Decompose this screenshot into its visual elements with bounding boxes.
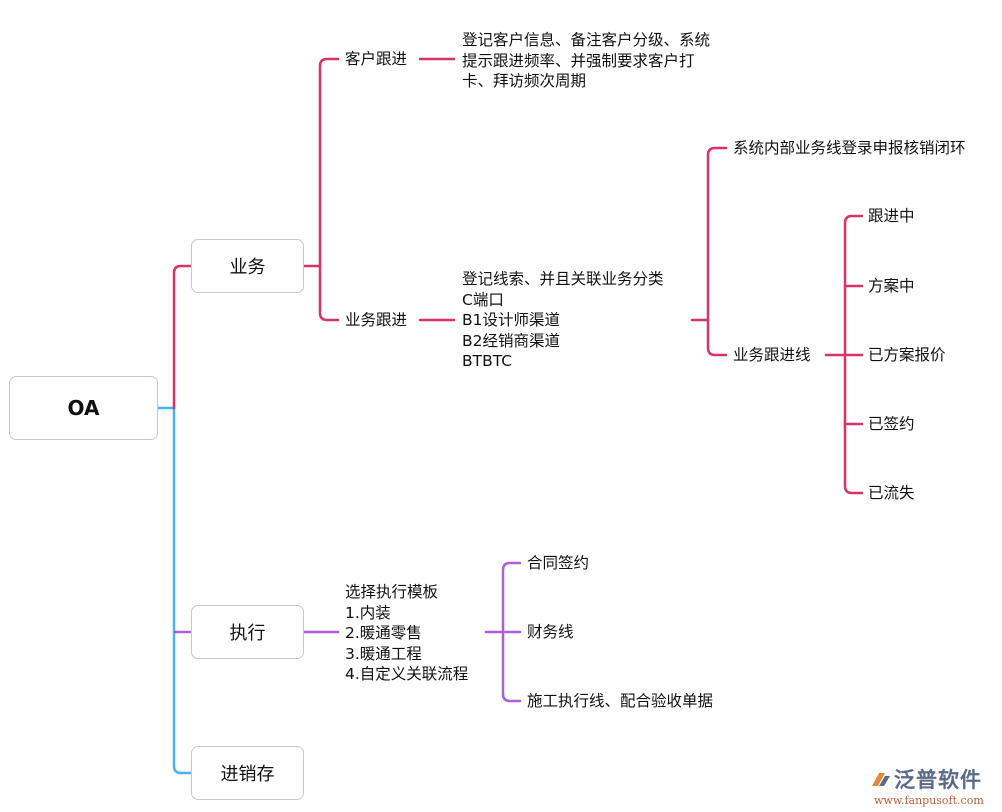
stage-signed[interactable]: 已签约	[868, 415, 915, 433]
connector-closed-loop	[706, 146, 728, 322]
connector-stage-1	[843, 214, 864, 357]
stage-proposal[interactable]: 方案中	[868, 277, 915, 295]
detail-line: 3.暖通工程	[345, 644, 422, 663]
connector-customer-followup	[318, 57, 340, 268]
node-followup-line[interactable]: 业务跟进线	[733, 346, 811, 364]
node-execution[interactable]: 执行	[191, 605, 304, 659]
watermark-url: www.fanpusoft.com	[874, 794, 984, 807]
connector-business-followup	[318, 264, 340, 322]
detail-line: BTBTC	[462, 352, 513, 370]
connector-business	[172, 264, 193, 410]
detail-line: 卡、拜访频次周期	[462, 72, 587, 90]
execution-connectors	[172, 561, 522, 703]
detail-line: 登记线索、并且关联业务分类	[462, 270, 664, 288]
node-construction-line[interactable]: 施工执行线、配合验收单据	[527, 692, 714, 710]
detail-line: C端口	[462, 290, 504, 309]
detail-line: 2.暖通零售	[345, 624, 422, 642]
fanpu-logo-icon	[870, 770, 892, 788]
node-execution-label: 执行	[229, 623, 266, 644]
detail-line: 1.内装	[345, 603, 391, 622]
node-closed-loop[interactable]: 系统内部业务线登录申报核销闭环	[733, 139, 966, 157]
business-connectors	[172, 57, 864, 495]
node-inventory[interactable]: 进销存	[191, 746, 304, 800]
stage-following[interactable]: 跟进中	[868, 207, 915, 225]
node-inventory-label: 进销存	[220, 764, 275, 785]
root-node[interactable]: OA	[9, 376, 158, 440]
connector-construction	[501, 630, 522, 703]
detail-line: 4.自定义关联流程	[345, 665, 469, 683]
node-finance-line[interactable]: 财务线	[527, 623, 574, 641]
detail-line: B1设计师渠道	[462, 311, 560, 329]
connector-contract	[501, 561, 522, 634]
node-business[interactable]: 业务	[191, 239, 304, 293]
detail-line: B2经销商渠道	[462, 331, 560, 350]
node-business-label: 业务	[229, 257, 266, 278]
detail-line: 登记客户信息、备注客户分级、系统	[462, 31, 711, 49]
stage-quoted[interactable]: 已方案报价	[868, 346, 946, 364]
stage-lost[interactable]: 已流失	[868, 484, 915, 502]
node-business-followup[interactable]: 业务跟进	[345, 311, 408, 329]
node-customer-followup[interactable]: 客户跟进	[345, 50, 408, 68]
root-label: OA	[67, 396, 100, 420]
connector-followup-line	[706, 318, 728, 357]
root-connectors	[156, 406, 193, 775]
customer-followup-detail[interactable]: 登记客户信息、备注客户分级、系统 提示跟进频率、并强制要求客户打 卡、拜访频次周…	[462, 30, 710, 92]
connector-inventory	[172, 406, 193, 775]
watermark-logo: 泛普软件 www.fanpusoft.com	[870, 764, 1000, 810]
connector-stage-5	[843, 353, 864, 495]
business-followup-detail[interactable]: 登记线索、并且关联业务分类 C端口 B1设计师渠道 B2经销商渠道 BTBTC	[462, 269, 664, 372]
detail-line: 提示跟进频率、并强制要求客户打	[462, 51, 695, 70]
watermark-brand: 泛普软件	[894, 768, 982, 792]
node-contract-signing[interactable]: 合同签约	[527, 554, 590, 572]
detail-line: 选择执行模板	[345, 583, 439, 601]
execution-detail[interactable]: 选择执行模板 1.内装 2.暖通零售 3.暖通工程 4.自定义关联流程	[345, 582, 468, 685]
